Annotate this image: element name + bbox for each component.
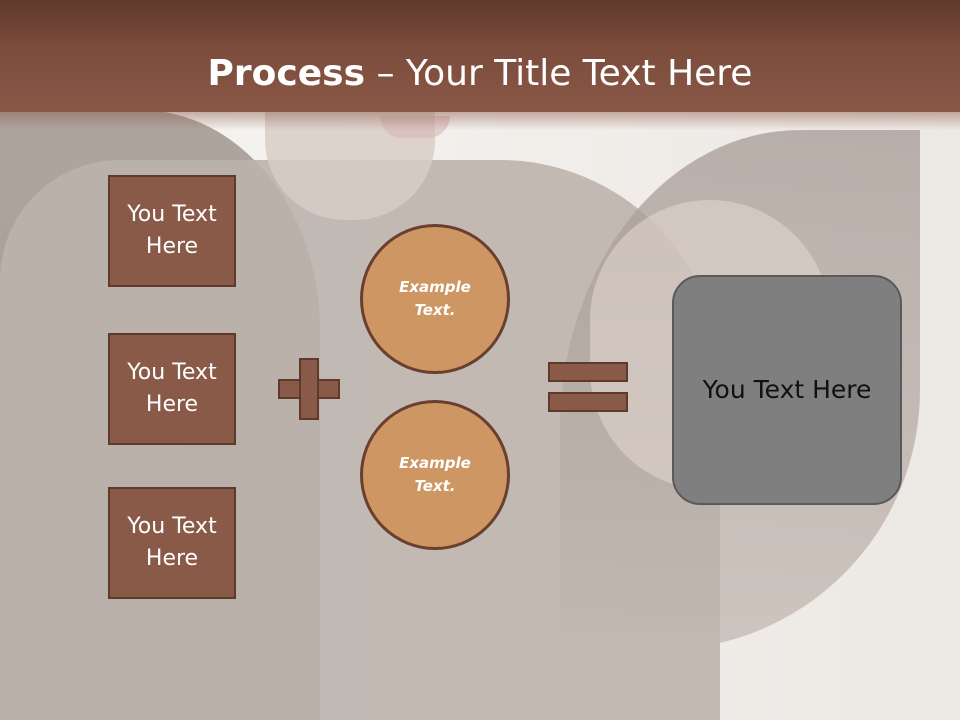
equals-bottom-bar (548, 392, 628, 412)
page-title: Process – Your Title Text Here (0, 52, 960, 96)
text-box-3: You Text Here (108, 487, 236, 599)
title-bold: Process (207, 53, 366, 94)
example-circle-1: Example Text. (360, 224, 510, 374)
title-bar: Process – Your Title Text Here (0, 0, 960, 130)
text-box-2: You Text Here (108, 333, 236, 445)
equals-top-bar (548, 362, 628, 382)
plus-vertical-bar (299, 358, 319, 420)
background-lips (380, 116, 450, 138)
title-rest: Your Title Text Here (405, 53, 753, 94)
example-circle-2: Example Text. (360, 400, 510, 550)
text-box-1: You Text Here (108, 175, 236, 287)
title-separator: – (365, 53, 406, 94)
result-box: You Text Here (672, 275, 902, 505)
equals-icon (548, 362, 628, 414)
plus-icon (278, 358, 340, 420)
